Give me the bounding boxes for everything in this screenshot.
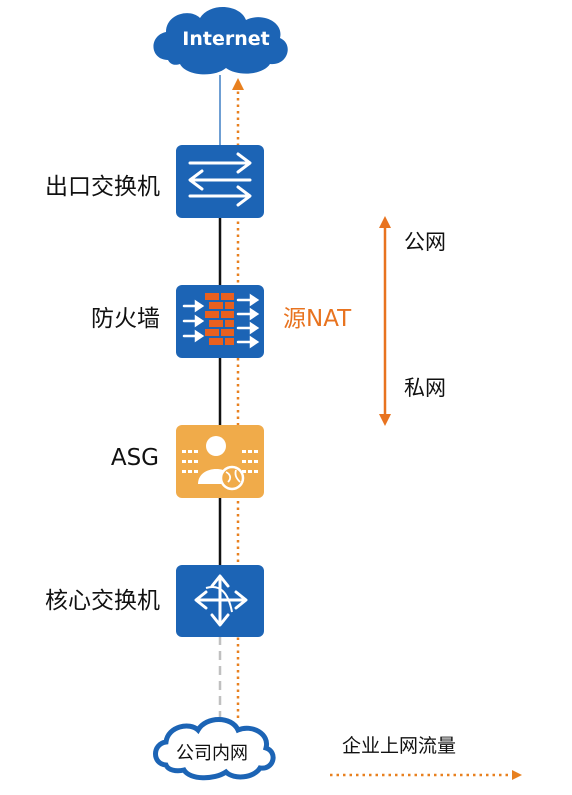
intranet-cloud-icon (153, 717, 276, 781)
asg-label: ASG (110, 445, 159, 471)
internet-label: Internet (182, 28, 269, 50)
private-network-label: 私网 (404, 376, 446, 400)
egress-switch-icon (176, 145, 264, 218)
legend-flow-label: 企业上网流量 (342, 735, 456, 757)
firewall-icon (176, 285, 264, 358)
core-switch-label: 核心交换机 (45, 588, 160, 614)
asg-user-globe-icon (176, 425, 264, 498)
nat-arrow-down-icon (379, 414, 391, 426)
firewall-label: 防火墙 (91, 306, 160, 332)
nat-arrow-up-icon (379, 216, 391, 228)
intranet-label: 公司内网 (176, 743, 248, 764)
legend-arrow-icon (512, 770, 522, 780)
internet-cloud-icon (153, 6, 288, 75)
source-nat-label: 源NAT (283, 306, 352, 332)
core-switch-icon (176, 565, 264, 637)
egress-switch-label: 出口交换机 (45, 174, 160, 200)
public-network-label: 公网 (404, 230, 446, 254)
traffic-flow-arrowhead (232, 78, 244, 90)
